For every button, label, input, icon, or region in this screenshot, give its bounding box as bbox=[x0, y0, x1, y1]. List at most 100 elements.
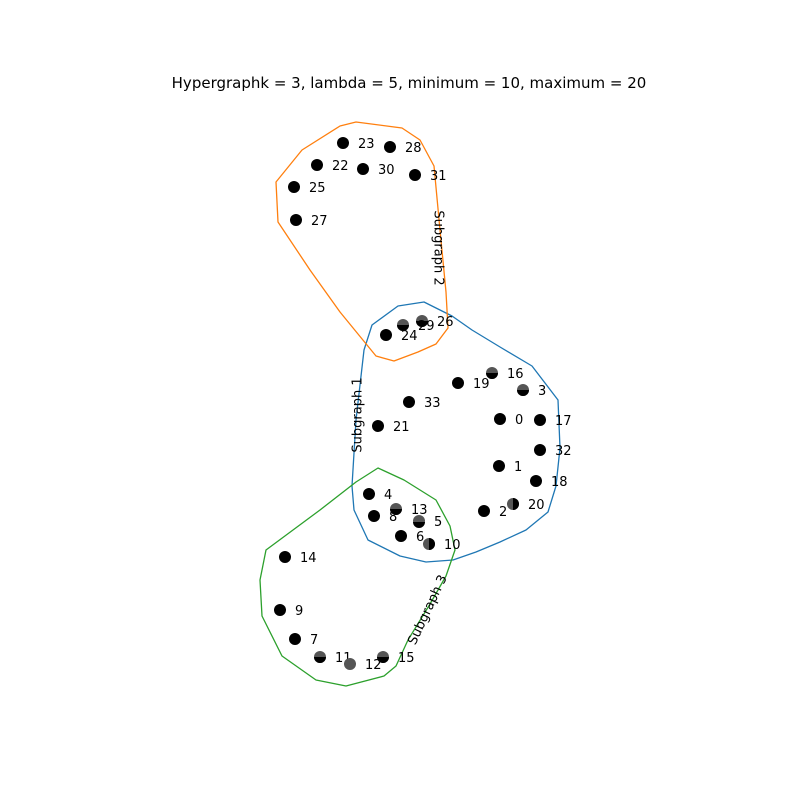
node-marker bbox=[530, 475, 542, 487]
node-label: 0 bbox=[515, 413, 523, 428]
node-marker-part bbox=[413, 522, 425, 528]
node-marker bbox=[403, 396, 415, 408]
node-marker bbox=[357, 163, 369, 175]
node-26: 26 bbox=[416, 315, 454, 330]
node-label: 20 bbox=[528, 498, 545, 513]
node-label: 31 bbox=[430, 169, 447, 184]
node-label: 3 bbox=[538, 384, 546, 399]
node-marker bbox=[493, 460, 505, 472]
node-label: 7 bbox=[310, 633, 318, 648]
node-label: 27 bbox=[311, 214, 328, 229]
node-25: 25 bbox=[288, 181, 326, 196]
node-label: 16 bbox=[507, 367, 524, 382]
node-label: 26 bbox=[437, 315, 454, 330]
chart-title: Hypergraphk = 3, lambda = 5, minimum = 1… bbox=[172, 74, 647, 92]
node-marker-part bbox=[397, 325, 409, 331]
node-marker-part bbox=[517, 390, 529, 396]
node-10: 10 bbox=[423, 538, 461, 553]
node-label: 13 bbox=[411, 503, 428, 518]
hyperedge-outline-3 bbox=[259, 467, 456, 687]
node-27: 27 bbox=[290, 214, 328, 229]
node-marker bbox=[290, 214, 302, 226]
node-marker bbox=[288, 181, 300, 193]
node-marker-part bbox=[390, 509, 402, 515]
node-marker-part bbox=[314, 657, 326, 663]
node-15: 15 bbox=[377, 651, 415, 666]
node-label: 5 bbox=[434, 515, 442, 530]
node-22: 22 bbox=[311, 159, 349, 174]
node-2: 2 bbox=[478, 505, 507, 520]
node-marker bbox=[289, 633, 301, 645]
node-marker-part bbox=[416, 321, 428, 327]
node-30: 30 bbox=[357, 163, 395, 178]
node-label: 23 bbox=[358, 137, 375, 152]
node-24: 24 bbox=[380, 329, 418, 344]
node-label: 33 bbox=[424, 396, 441, 411]
node-marker bbox=[368, 510, 380, 522]
node-label: 18 bbox=[551, 475, 568, 490]
node-21: 21 bbox=[372, 420, 410, 435]
node-label: 19 bbox=[473, 377, 490, 392]
node-9: 9 bbox=[274, 604, 303, 619]
node-marker bbox=[478, 505, 490, 517]
node-label: 25 bbox=[309, 181, 326, 196]
node-marker bbox=[494, 413, 506, 425]
hyperedge-label-3: Subgraph 3 bbox=[405, 573, 450, 647]
node-0: 0 bbox=[494, 413, 523, 428]
node-marker bbox=[380, 329, 392, 341]
node-label: 21 bbox=[393, 420, 410, 435]
hyperedge-outline-1 bbox=[351, 301, 561, 563]
node-4: 4 bbox=[363, 488, 392, 503]
node-23: 23 bbox=[337, 137, 375, 152]
node-32: 32 bbox=[534, 444, 572, 459]
node-1: 1 bbox=[493, 460, 522, 475]
node-29: 29 bbox=[397, 319, 435, 334]
node-label: 12 bbox=[365, 658, 382, 673]
node-label: 10 bbox=[444, 538, 461, 553]
node-13: 13 bbox=[390, 503, 428, 518]
node-label: 6 bbox=[416, 530, 424, 545]
node-12: 12 bbox=[344, 658, 382, 673]
node-marker bbox=[395, 530, 407, 542]
node-marker-part bbox=[377, 657, 389, 663]
node-label: 28 bbox=[405, 141, 422, 156]
node-marker bbox=[279, 551, 291, 563]
node-marker bbox=[344, 658, 356, 670]
node-marker-part bbox=[429, 538, 435, 550]
node-7: 7 bbox=[289, 633, 318, 648]
node-31: 31 bbox=[409, 169, 447, 184]
node-marker bbox=[384, 141, 396, 153]
node-28: 28 bbox=[384, 141, 422, 156]
node-marker bbox=[274, 604, 286, 616]
hyperedge-outline-2 bbox=[275, 121, 449, 362]
node-label: 14 bbox=[300, 551, 317, 566]
node-label: 24 bbox=[401, 329, 418, 344]
hyperedge-label-1: Subgraph 1 bbox=[351, 377, 366, 452]
node-label: 17 bbox=[555, 414, 572, 429]
hyperedge-label-2: Subgraph 2 bbox=[431, 210, 446, 285]
node-8: 8 bbox=[368, 510, 397, 525]
node-marker bbox=[372, 420, 384, 432]
node-label: 30 bbox=[378, 163, 395, 178]
node-label: 29 bbox=[418, 319, 435, 334]
node-3: 3 bbox=[517, 384, 546, 399]
node-6: 6 bbox=[395, 530, 424, 545]
node-marker-part bbox=[513, 498, 519, 510]
node-label: 22 bbox=[332, 159, 349, 174]
node-marker bbox=[534, 414, 546, 426]
node-label: 1 bbox=[514, 460, 522, 475]
node-label: 2 bbox=[499, 505, 507, 520]
node-marker-part bbox=[486, 373, 498, 379]
node-20: 20 bbox=[507, 498, 545, 513]
node-marker bbox=[363, 488, 375, 500]
node-marker bbox=[409, 169, 421, 181]
node-marker bbox=[337, 137, 349, 149]
node-marker bbox=[534, 444, 546, 456]
node-14: 14 bbox=[279, 551, 317, 566]
node-marker bbox=[311, 159, 323, 171]
node-label: 32 bbox=[555, 444, 572, 459]
node-33: 33 bbox=[403, 396, 441, 411]
node-marker bbox=[452, 377, 464, 389]
